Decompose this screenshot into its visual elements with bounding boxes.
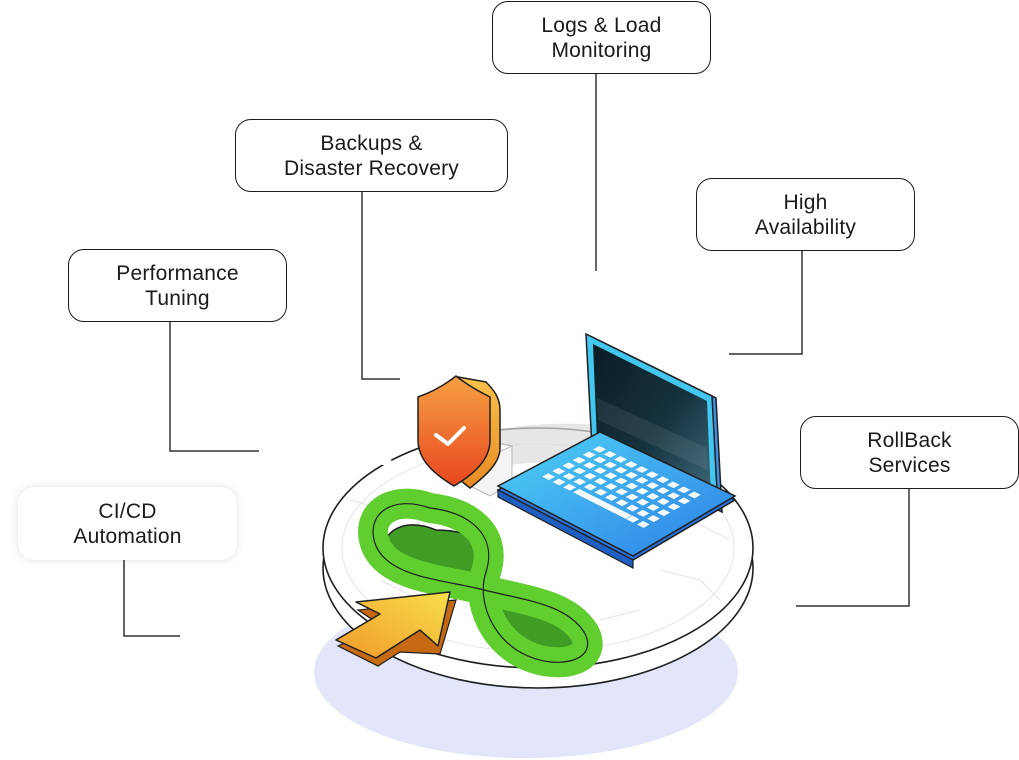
keyboard-key xyxy=(552,478,566,486)
keyboard-key xyxy=(593,456,607,464)
label-line: Automation xyxy=(73,524,182,548)
keyboard-key xyxy=(636,509,650,517)
keyboard-key xyxy=(645,471,659,479)
keyboard-key xyxy=(624,461,638,468)
keyboard-key xyxy=(614,456,628,463)
keyboard-key xyxy=(657,509,671,517)
keyboard-key xyxy=(563,483,577,491)
label-backups-disaster-recovery: Backups & Disaster Recovery xyxy=(235,119,508,192)
keyboard-key xyxy=(603,461,617,469)
keyboard-keys xyxy=(381,460,407,471)
keyboard-key xyxy=(646,482,659,489)
keyboard-key xyxy=(667,492,681,500)
infinity-loop-icon xyxy=(358,488,603,678)
label-performance-tuning: Performance Tuning xyxy=(68,249,287,322)
keyboard-key xyxy=(583,462,597,469)
label-line: Disaster Recovery xyxy=(284,156,459,180)
keyboard-key xyxy=(646,493,660,500)
keyboard-key xyxy=(625,493,639,501)
connector-performance xyxy=(169,322,259,452)
keyboard-key xyxy=(552,467,566,475)
keyboard-key xyxy=(656,476,670,484)
keyboard-key xyxy=(583,483,597,491)
keyboard-key xyxy=(594,478,607,485)
label-line: Services xyxy=(868,453,951,477)
label-line: Performance xyxy=(116,261,239,285)
keyboard-key xyxy=(636,520,650,528)
keyboard-key xyxy=(666,481,680,489)
laptop-icon xyxy=(381,332,737,569)
keyboard-spacebar xyxy=(573,488,632,519)
keyboard-key xyxy=(562,462,576,470)
label-line: RollBack xyxy=(867,428,952,452)
keyboard-key xyxy=(656,487,670,494)
connector-rollback xyxy=(796,489,910,607)
keyboard-key xyxy=(656,498,670,505)
label-line: CI/CD xyxy=(98,499,157,523)
keyboard-key xyxy=(635,487,649,495)
keyboard-key xyxy=(626,515,640,523)
keyboard-key xyxy=(572,456,586,464)
keyboard-key xyxy=(582,451,596,459)
label-high-availability: High Availability xyxy=(696,178,915,251)
keyboard-key xyxy=(604,472,618,480)
label-line: Backups & xyxy=(320,131,423,155)
shield-check-icon xyxy=(417,375,501,489)
keyboard-key xyxy=(646,504,660,511)
keyboard-key xyxy=(647,515,660,522)
keyboard-key xyxy=(636,498,650,506)
keyboard-key xyxy=(604,483,618,490)
keyboard-key xyxy=(603,451,617,458)
keyboard-key xyxy=(594,488,608,496)
keyboard-key xyxy=(583,472,597,480)
keyboard-key xyxy=(625,482,639,490)
keyboard-key xyxy=(677,497,691,505)
connector-lines xyxy=(123,73,910,637)
label-line: Monitoring xyxy=(551,38,652,62)
label-line: Logs & Load xyxy=(541,13,662,37)
keyboard-key xyxy=(667,503,681,511)
label-rollback-services: RollBack Services xyxy=(800,416,1019,489)
keyboard-key xyxy=(573,478,587,486)
keyboard-key xyxy=(625,471,638,479)
keyboard-key xyxy=(626,504,639,512)
keyboard-key xyxy=(542,473,555,481)
keyboard-key xyxy=(687,491,701,499)
keyboard-key xyxy=(677,486,691,494)
keyboard-key xyxy=(604,494,618,501)
keyboard-key xyxy=(573,467,586,475)
keyboard-key xyxy=(635,477,649,484)
keyboard-key xyxy=(614,477,628,485)
keyboard-key xyxy=(635,466,649,473)
keyboard-key xyxy=(615,499,629,507)
label-line: High xyxy=(783,190,828,214)
label-logs-load-monitoring: Logs & Load Monitoring xyxy=(492,1,711,74)
connector-high-availability xyxy=(729,250,803,355)
keyboard-key xyxy=(614,466,628,474)
connector-cicd xyxy=(123,560,180,637)
keyboard-key xyxy=(593,467,607,474)
keyboard-key xyxy=(562,473,576,480)
label-line: Tuning xyxy=(145,286,210,310)
connector-backups xyxy=(361,192,400,380)
label-line: Availability xyxy=(754,215,857,239)
keyboard-key xyxy=(593,446,606,453)
label-cicd-automation: CI/CD Automation xyxy=(18,487,237,560)
keyboard-key xyxy=(615,488,629,496)
arrow-cursor-icon xyxy=(335,591,457,667)
